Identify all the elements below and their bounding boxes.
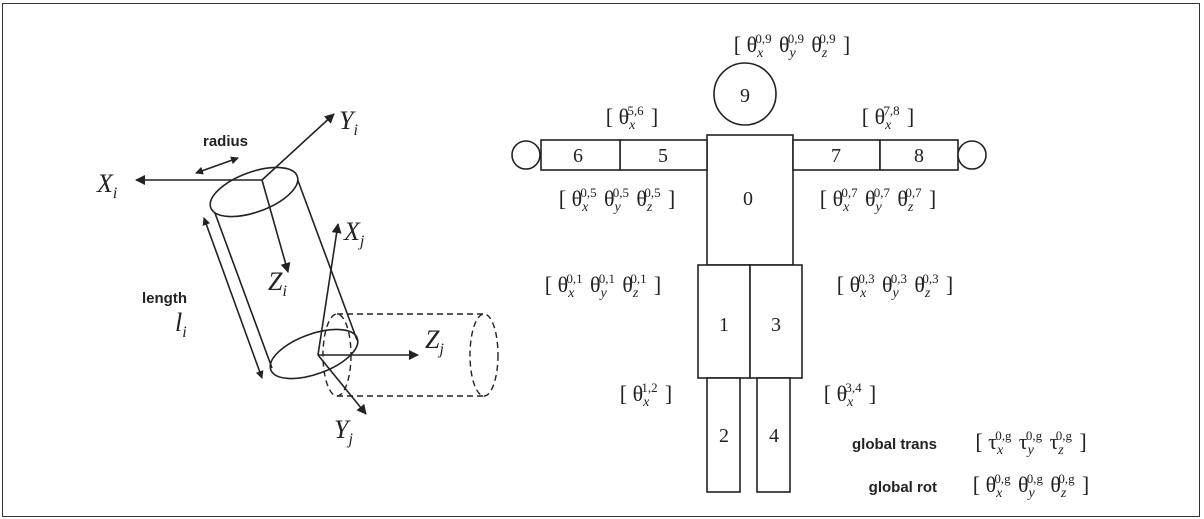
radius-label: radius bbox=[203, 133, 248, 150]
figure-frame bbox=[2, 3, 1200, 517]
segment-label-1: 1 bbox=[719, 314, 729, 336]
segment-label-9: 9 bbox=[740, 85, 750, 107]
left-shoulder-joint-params: [ θx0,5 θy0,5 θz0,5 ] bbox=[559, 185, 675, 215]
right-hand bbox=[957, 140, 987, 170]
segment-label-5: 5 bbox=[658, 145, 668, 167]
length-arrow bbox=[202, 217, 264, 379]
xj-label: Xj bbox=[343, 217, 365, 250]
yj-axis-arrow bbox=[317, 354, 367, 415]
zi-axis-arrow bbox=[261, 179, 291, 273]
segment-9-head bbox=[713, 62, 777, 126]
joint-parameter-labels: [ θx0,9 θy0,9 θz0,9 ] [ θx5,6 ] [ θx7,8 … bbox=[545, 31, 953, 410]
segment-6-forearm bbox=[540, 139, 621, 171]
length-label: length bbox=[142, 290, 187, 307]
limb-cylinder bbox=[209, 166, 359, 380]
zi-label: Zi bbox=[268, 267, 287, 300]
global-trans-label: global trans bbox=[852, 436, 937, 453]
yi-label: Yi bbox=[339, 106, 358, 139]
left-elbow-joint-params: [ θx5,6 ] bbox=[606, 103, 659, 133]
cylinder-diagram: radius length li Xi Yi Zi Xj Zj Yj bbox=[96, 106, 499, 448]
segment-label-7: 7 bbox=[831, 145, 841, 167]
segment-8-forearm bbox=[879, 139, 959, 171]
left-hand bbox=[511, 140, 541, 170]
neck-joint-params: [ θx0,9 θy0,9 θz0,9 ] bbox=[734, 31, 850, 61]
body-model: 9 0 5 6 7 8 1 3 2 4 bbox=[511, 62, 987, 493]
global-trans-params: [ τx0,g τy0,g τz0,g ] bbox=[975, 428, 1086, 458]
right-shoulder-joint-params: [ θx0,7 θy0,7 θz0,7 ] bbox=[820, 185, 936, 215]
segment-label-3: 3 bbox=[771, 314, 781, 336]
zj-label: Zj bbox=[425, 325, 444, 358]
yj-label: Yj bbox=[334, 415, 353, 448]
segment-label-4: 4 bbox=[769, 425, 779, 447]
segment-2-shin bbox=[706, 377, 741, 493]
right-knee-joint-params: [ θx3,4 ] bbox=[824, 380, 877, 410]
segment-label-8: 8 bbox=[914, 145, 924, 167]
global-rot-label: global rot bbox=[869, 479, 937, 496]
left-knee-joint-params: [ θx1,2 ] bbox=[620, 380, 673, 410]
left-hip-joint-params: [ θx0,1 θy0,1 θz0,1 ] bbox=[545, 271, 661, 301]
segment-label-0: 0 bbox=[743, 188, 753, 210]
global-rot-params: [ θx0,g θy0,g θz0,g ] bbox=[973, 471, 1089, 501]
yi-axis-arrow bbox=[261, 113, 335, 181]
xi-label: Xi bbox=[96, 169, 117, 202]
segment-7-upper-arm bbox=[792, 139, 881, 171]
segment-0-torso bbox=[706, 134, 794, 266]
right-hip-joint-params: [ θx0,3 θy0,3 θz0,3 ] bbox=[837, 271, 953, 301]
length-symbol: li bbox=[175, 308, 187, 341]
segment-4-shin bbox=[756, 377, 791, 493]
segment-3-thigh bbox=[749, 264, 803, 379]
radius-arrow bbox=[195, 156, 239, 175]
segment-label-2: 2 bbox=[719, 425, 729, 447]
xj-axis-arrow bbox=[317, 223, 342, 356]
segment-label-6: 6 bbox=[573, 145, 583, 167]
right-elbow-joint-params: [ θx7,8 ] bbox=[862, 103, 915, 133]
